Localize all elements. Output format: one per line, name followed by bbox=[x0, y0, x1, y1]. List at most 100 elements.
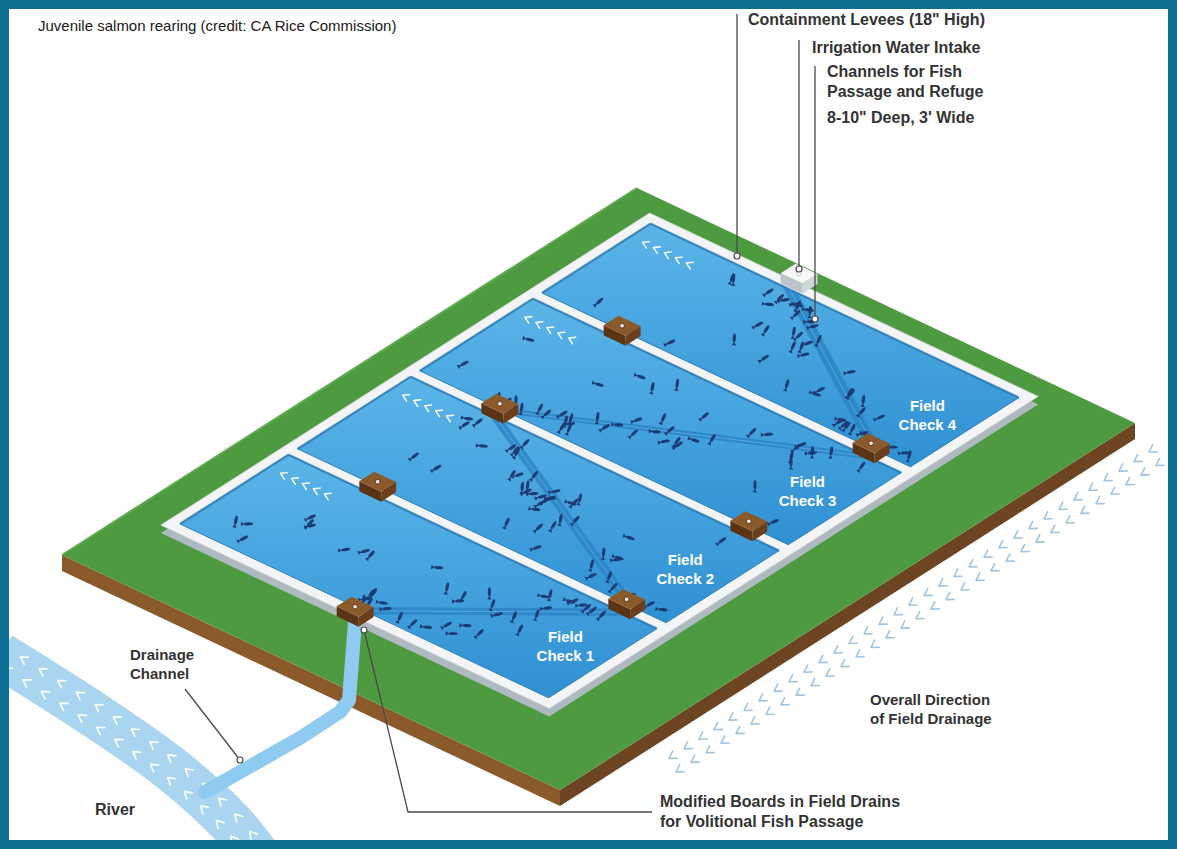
callout-label: Channels for Fish Passage and Refuge bbox=[827, 62, 1002, 102]
juvenile-fish bbox=[611, 422, 623, 427]
drainage-chevron bbox=[729, 713, 737, 720]
juvenile-fish bbox=[440, 620, 453, 630]
flow-chevron bbox=[201, 806, 209, 814]
flow-chevron bbox=[414, 400, 421, 407]
flow-chevron bbox=[324, 493, 331, 500]
juvenile-fish bbox=[758, 353, 770, 363]
juvenile-fish bbox=[873, 413, 886, 422]
field-check-label: Field Check 1 bbox=[530, 627, 600, 665]
field-check-label: Field Check 4 bbox=[892, 396, 962, 434]
flow-chevron bbox=[9, 668, 12, 675]
flow-chevron bbox=[547, 327, 554, 334]
drainage-chevron bbox=[706, 746, 714, 753]
juvenile-fish bbox=[488, 599, 496, 612]
flow-chevron bbox=[313, 488, 320, 495]
drainage-chevron bbox=[684, 742, 692, 749]
leader-lines bbox=[185, 14, 818, 812]
flow-chevron bbox=[643, 242, 650, 249]
juvenile-fish bbox=[452, 598, 464, 603]
juvenile-fish bbox=[633, 372, 646, 380]
drainage-chevron bbox=[804, 665, 812, 672]
juvenile-fish bbox=[898, 450, 910, 455]
levee-top bbox=[161, 213, 1038, 708]
juvenile-fish bbox=[537, 593, 550, 599]
channel-trench bbox=[487, 413, 639, 610]
juvenile-fish bbox=[443, 582, 450, 595]
juvenile-fish bbox=[446, 631, 458, 635]
drainage-chevron bbox=[1051, 525, 1059, 532]
drain-board bbox=[730, 511, 767, 541]
juvenile-fish bbox=[511, 471, 524, 479]
juvenile-fish bbox=[430, 463, 443, 473]
drainage-chevron bbox=[714, 722, 722, 729]
juvenile-fish bbox=[659, 413, 668, 426]
juvenile-fish bbox=[601, 548, 606, 560]
leader-line bbox=[364, 630, 652, 812]
drainage-chevron bbox=[1059, 502, 1067, 509]
drainage-chevron bbox=[721, 736, 729, 743]
juvenile-fish bbox=[376, 600, 389, 606]
juvenile-fish bbox=[856, 406, 867, 418]
drainage-chevron bbox=[1149, 445, 1157, 452]
juvenile-fish bbox=[358, 548, 371, 555]
drainage-chevron bbox=[676, 765, 684, 772]
juvenile-fish bbox=[834, 416, 847, 422]
drainage-chevron bbox=[969, 560, 977, 567]
flow-chevron bbox=[536, 322, 543, 329]
fish-channels bbox=[356, 286, 883, 616]
channel-glint bbox=[790, 289, 876, 450]
juvenile-fish bbox=[761, 324, 771, 337]
juvenile-fish bbox=[596, 610, 607, 622]
flow-chevron bbox=[168, 778, 176, 786]
flow-chevron bbox=[403, 395, 410, 402]
juvenile-fish bbox=[797, 341, 805, 354]
juvenile-fish bbox=[727, 272, 736, 285]
drainage-chevron bbox=[826, 669, 834, 676]
juvenile-fish bbox=[565, 423, 573, 436]
juvenile-fish bbox=[407, 618, 419, 630]
juvenile-fish bbox=[607, 582, 618, 594]
flow-chevron bbox=[558, 332, 565, 339]
juvenile-fish bbox=[304, 518, 316, 530]
drainage-chevron bbox=[901, 621, 909, 628]
drainage-chevron bbox=[736, 726, 744, 733]
channel-label: Drainage Channel bbox=[130, 645, 202, 683]
drainage-chevron bbox=[669, 751, 677, 758]
drainage-chevron bbox=[894, 608, 902, 615]
drainage-direction-label: Overall Direction of Field Drainage bbox=[870, 690, 1002, 728]
drainage-chevron bbox=[976, 573, 984, 580]
juvenile-fish bbox=[715, 536, 727, 547]
dimension-label: 8-10" Deep, 3' Wide bbox=[827, 108, 974, 128]
juvenile-fish bbox=[232, 515, 239, 528]
drainage-chevron bbox=[789, 675, 797, 682]
juvenile-fish bbox=[731, 274, 736, 286]
flow-chevron bbox=[168, 755, 176, 763]
drainage-chevron bbox=[879, 617, 887, 624]
leader-line bbox=[185, 689, 240, 760]
flow-chevron bbox=[133, 752, 141, 760]
drain-board bbox=[359, 472, 396, 502]
juvenile-fish bbox=[610, 556, 623, 562]
juvenile-fish bbox=[790, 309, 802, 320]
flow-chevron bbox=[78, 715, 86, 722]
flow-chevron bbox=[216, 820, 224, 828]
drainage-chevron bbox=[924, 588, 932, 595]
drainage-chevron bbox=[856, 650, 864, 657]
juvenile-fish bbox=[732, 333, 737, 345]
drainage-chevron bbox=[991, 564, 999, 571]
flow-chevron bbox=[235, 814, 243, 822]
drainage-chevron bbox=[984, 550, 992, 557]
drainage-chevron bbox=[946, 592, 954, 599]
juvenile-fish bbox=[529, 544, 542, 552]
juvenile-fish bbox=[540, 408, 552, 419]
juvenile-fish bbox=[575, 602, 587, 608]
juvenile-fish bbox=[788, 451, 795, 464]
juvenile-fish bbox=[588, 559, 595, 572]
drainage-chevron bbox=[751, 717, 759, 724]
juvenile-fish bbox=[671, 440, 683, 451]
juvenile-fish bbox=[848, 423, 857, 436]
field-check-label: Field Check 2 bbox=[650, 550, 720, 588]
flow-chevron bbox=[39, 669, 47, 676]
juvenile-fish bbox=[762, 287, 774, 297]
juvenile-fish bbox=[519, 438, 530, 450]
